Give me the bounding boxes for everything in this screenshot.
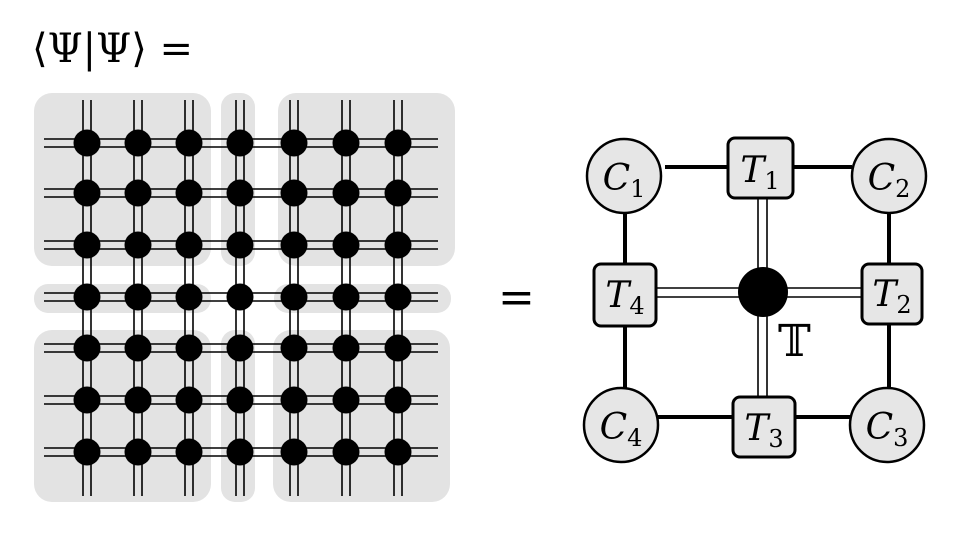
lattice-site	[124, 129, 152, 157]
lattice-network	[34, 93, 455, 502]
svg-text:T1: T1	[740, 150, 779, 195]
lattice-site	[384, 386, 412, 414]
double-bond-top	[757, 198, 768, 268]
double-bond-right	[784, 287, 862, 298]
lattice-site	[175, 179, 203, 207]
lattice-site	[332, 129, 360, 157]
lattice-site	[73, 231, 101, 259]
lattice-site	[332, 231, 360, 259]
edge-t1: T1	[726, 136, 795, 200]
lattice-site	[175, 231, 203, 259]
lattice-site	[332, 386, 360, 414]
lattice-site	[73, 334, 101, 362]
corner-c2: C2	[850, 137, 928, 215]
norm-label: ⟨Ψ|Ψ⟩ =	[32, 26, 193, 72]
lattice-site	[124, 386, 152, 414]
lattice-site	[384, 334, 412, 362]
lattice-site	[226, 334, 254, 362]
edge-t3: T3	[731, 395, 797, 459]
lattice-site	[226, 231, 254, 259]
lattice-site	[175, 129, 203, 157]
corner-c3: C3	[848, 386, 926, 464]
lattice-site	[384, 283, 412, 311]
svg-text:C4: C4	[600, 407, 643, 452]
lattice-site	[226, 283, 254, 311]
ctm-environment: 𝕋 C1 C2 C3 C4 T1 T2 T3	[582, 136, 928, 464]
lattice-site	[175, 334, 203, 362]
center-tensor	[738, 267, 788, 317]
lattice-site	[175, 438, 203, 466]
lattice-site	[384, 179, 412, 207]
lattice-site	[175, 386, 203, 414]
lattice-site	[280, 386, 308, 414]
lattice-site	[280, 438, 308, 466]
edge-t4: T4	[592, 262, 658, 328]
lattice-site	[73, 438, 101, 466]
lattice-sites	[73, 129, 412, 466]
lattice-site	[332, 179, 360, 207]
lattice-site	[124, 283, 152, 311]
svg-text:C1: C1	[603, 158, 646, 203]
lattice-site	[226, 179, 254, 207]
lattice-site	[226, 438, 254, 466]
lattice-site	[280, 231, 308, 259]
lattice-site	[124, 231, 152, 259]
svg-text:T3: T3	[744, 408, 783, 453]
lattice-site	[332, 334, 360, 362]
svg-text:T2: T2	[872, 274, 911, 319]
lattice-site	[226, 386, 254, 414]
lattice-site	[73, 283, 101, 311]
tile-top-right	[278, 93, 455, 266]
center-tensor-label: 𝕋	[778, 316, 811, 367]
corner-c4: C4	[582, 386, 660, 464]
corner-c1: C1	[585, 137, 663, 215]
lattice-site	[124, 438, 152, 466]
lattice-site	[124, 334, 152, 362]
double-bond-left	[656, 287, 742, 298]
lattice-site	[332, 438, 360, 466]
lattice-site	[73, 386, 101, 414]
lattice-site	[226, 129, 254, 157]
lattice-site	[280, 283, 308, 311]
lattice-site	[332, 283, 360, 311]
double-bond-bottom	[757, 312, 768, 398]
lattice-site	[175, 283, 203, 311]
lattice-site	[384, 438, 412, 466]
svg-text:C3: C3	[866, 407, 909, 452]
lattice-site	[280, 334, 308, 362]
lattice-site	[280, 129, 308, 157]
svg-text:C2: C2	[868, 158, 911, 203]
lattice-site	[124, 179, 152, 207]
lattice-site	[280, 179, 308, 207]
lattice-site	[384, 231, 412, 259]
edge-t2: T2	[860, 262, 924, 326]
lattice-site	[73, 129, 101, 157]
equals-sign: =	[498, 272, 535, 323]
lattice-site	[384, 129, 412, 157]
svg-text:T4: T4	[605, 275, 644, 320]
lattice-site	[73, 179, 101, 207]
